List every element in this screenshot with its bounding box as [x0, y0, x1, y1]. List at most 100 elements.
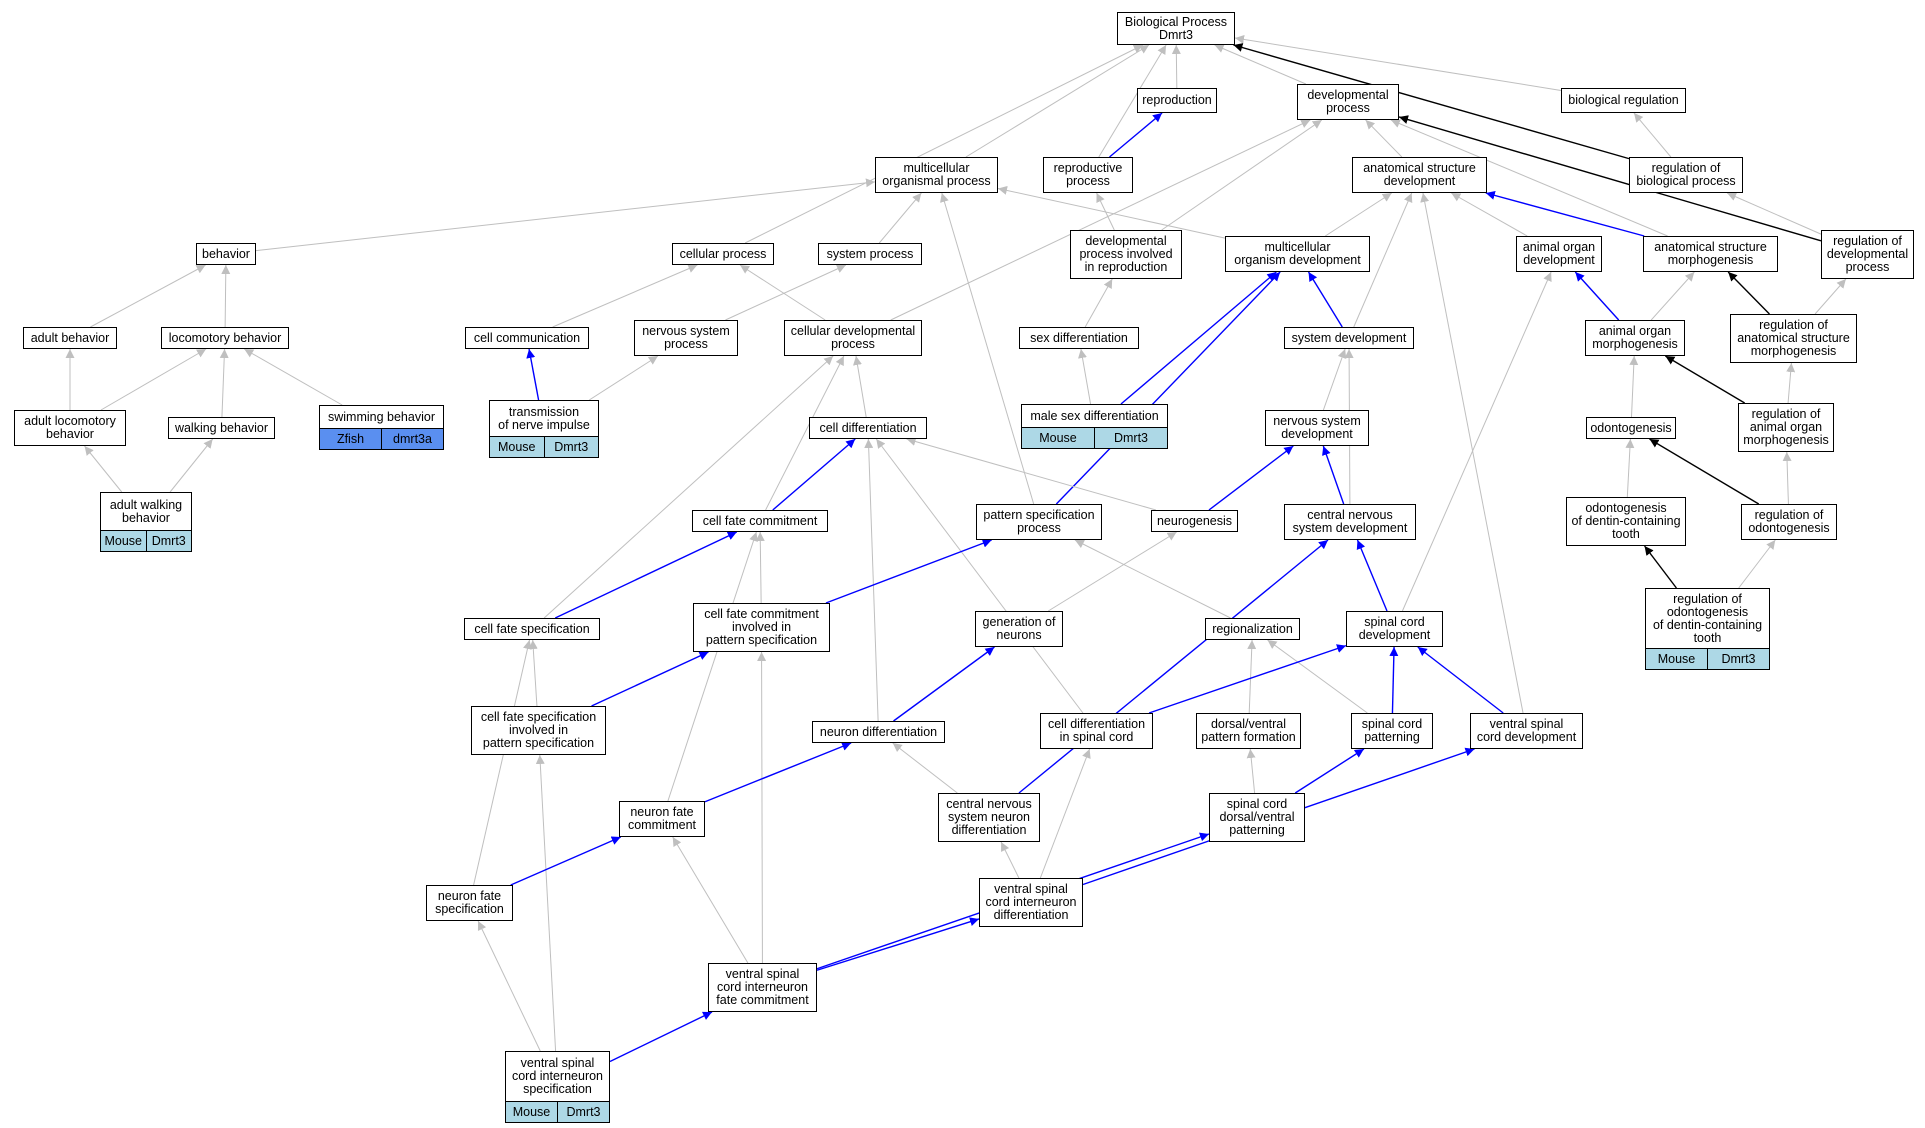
node-locobeh[interactable]: locomotory behavior	[161, 327, 289, 349]
edge-nfc-to-neurdiff	[704, 742, 852, 803]
edge-cellproc-to-bp	[744, 44, 1144, 244]
node-cfspecpat[interactable]: cell fate specification involved in patt…	[471, 706, 606, 755]
edge-vscispec-to-cfspecpat	[535, 754, 557, 1052]
node-mod[interactable]: multicellular organism development	[1225, 236, 1370, 272]
node-repro[interactable]: reproduction	[1137, 88, 1217, 113]
edge-transnerve-to-nsproc	[588, 355, 659, 401]
node-asd[interactable]: anatomical structure development	[1352, 157, 1487, 193]
node-adultloco[interactable]: adult locomotory behavior	[14, 410, 126, 446]
node-label: odontogenesis	[1590, 420, 1672, 435]
node-nfspec[interactable]: neuron fate specification	[426, 885, 513, 921]
node-celldev[interactable]: cellular developmental process	[784, 320, 922, 356]
node-label: ventral spinal cord interneuron fate com…	[716, 967, 809, 1007]
node-nfc[interactable]: neuron fate commitment	[619, 801, 705, 837]
node-label: Biological Process Dmrt3	[1124, 14, 1228, 42]
node-sexdiff[interactable]: sex differentiation	[1019, 327, 1139, 349]
node-odonto[interactable]: odontogenesis	[1586, 417, 1676, 439]
node-multiorg[interactable]: multicellular organismal process	[875, 157, 998, 193]
node-nsproc[interactable]: nervous system process	[634, 320, 738, 356]
node-label: regulation of anatomical structure morph…	[1737, 318, 1850, 358]
node-devproc[interactable]: developmental process	[1297, 84, 1399, 120]
edge-regaom-to-regasm	[1786, 362, 1796, 404]
node-vscifc[interactable]: ventral spinal cord interneuron fate com…	[708, 963, 817, 1012]
node-neurogen[interactable]: neurogenesis	[1151, 510, 1238, 532]
node-behavior[interactable]: behavior	[196, 243, 256, 265]
node-cellproc[interactable]: cellular process	[672, 243, 774, 265]
node-scdev[interactable]: spinal cord development	[1346, 611, 1443, 647]
edge-celldiffsc-to-scdev	[1148, 644, 1347, 714]
edge-reproproc-to-bp	[1098, 44, 1167, 158]
node-bp[interactable]: Biological Process Dmrt3	[1117, 12, 1235, 45]
node-label: odontogenesis of dentin-containing tooth	[1571, 501, 1681, 541]
node-cellcomm[interactable]: cell communication	[465, 327, 589, 349]
node-label: ventral spinal cord development	[1476, 717, 1577, 744]
edge-devproc-to-bp	[1214, 44, 1307, 85]
node-cfcpat[interactable]: cell fate commitment involved in pattern…	[693, 603, 830, 652]
edge-adultloco-to-locobeh	[100, 348, 207, 411]
node-odontodentin[interactable]: odontogenesis of dentin-containing tooth	[1566, 497, 1686, 546]
node-cfspec[interactable]: cell fate specification	[464, 618, 600, 640]
node-devrepro[interactable]: developmental process involved in reprod…	[1070, 230, 1182, 279]
edge-cnsneur-to-neurdiff	[892, 742, 958, 794]
node-cellfatediff[interactable]: cell differentiation	[809, 417, 927, 439]
node-label: cell fate specification	[474, 621, 590, 636]
node-regasm[interactable]: regulation of anatomical structure morph…	[1730, 314, 1857, 363]
species-cell: Zfish	[320, 429, 381, 449]
node-aom[interactable]: animal organ morphogenesis	[1585, 320, 1685, 356]
edge-reproproc-to-repro	[1109, 112, 1163, 158]
node-label: nervous system development	[1273, 414, 1361, 441]
node-cfc[interactable]: cell fate commitment	[692, 510, 828, 532]
edge-cfspecpat-to-cfspec	[528, 639, 538, 707]
node-vscidiff[interactable]: ventral spinal cord interneuron differen…	[979, 878, 1083, 927]
node-adultbeh[interactable]: adult behavior	[23, 327, 117, 349]
node-label: cell communication	[473, 330, 581, 345]
node-vscispec[interactable]: ventral spinal cord interneuron specific…	[505, 1051, 610, 1123]
node-reproproc[interactable]: reproductive process	[1043, 157, 1133, 193]
edge-vscdev-to-asd	[1420, 192, 1524, 714]
node-cnsneur[interactable]: central nervous system neuron differenti…	[938, 793, 1040, 842]
node-genneur[interactable]: generation of neurons	[975, 611, 1063, 647]
node-bioreg[interactable]: biological regulation	[1561, 88, 1686, 113]
node-nsdev[interactable]: nervous system development	[1265, 410, 1369, 446]
node-celldiffsc[interactable]: cell differentiation in spinal cord	[1040, 713, 1153, 749]
node-label: male sex differentiation	[1030, 408, 1159, 423]
node-label: anatomical structure morphogenesis	[1654, 240, 1767, 267]
node-aod[interactable]: animal organ development	[1516, 236, 1602, 272]
edge-patspec-to-mod	[1055, 271, 1281, 505]
node-label: regulation of animal organ morphogenesis	[1743, 407, 1829, 447]
node-vscdev[interactable]: ventral spinal cord development	[1470, 713, 1583, 749]
node-regdev[interactable]: regulation of developmental process	[1821, 230, 1914, 279]
node-patspec[interactable]: pattern specification process	[976, 504, 1102, 540]
node-scpat[interactable]: spinal cord patterning	[1351, 713, 1433, 749]
node-regbio[interactable]: regulation of biological process	[1629, 157, 1743, 193]
node-walkbeh[interactable]: walking behavior	[168, 417, 275, 439]
node-neurdiff[interactable]: neuron differentiation	[812, 721, 945, 743]
node-label: walking behavior	[174, 420, 269, 435]
node-label: cellular developmental process	[790, 324, 916, 351]
node-sysdev[interactable]: system development	[1284, 327, 1414, 349]
node-cnsdev[interactable]: central nervous system development	[1284, 504, 1416, 540]
node-label: neurogenesis	[1156, 513, 1233, 528]
node-label: reproductive process	[1053, 161, 1123, 188]
node-scdvpat[interactable]: spinal cord dorsal/ventral patterning	[1209, 793, 1305, 842]
node-regodontodentin[interactable]: regulation of odontogenesis of dentin-co…	[1645, 588, 1770, 670]
node-sysproc[interactable]: system process	[818, 243, 922, 265]
node-label: ventral spinal cord interneuron specific…	[511, 1056, 604, 1096]
node-regaom[interactable]: regulation of animal organ morphogenesis	[1738, 403, 1834, 452]
edge-odonto-to-aom	[1629, 355, 1639, 418]
node-regional[interactable]: regionalization	[1205, 618, 1300, 640]
node-label: developmental process	[1307, 88, 1389, 115]
node-label: pattern specification process	[983, 508, 1095, 535]
node-regodonto[interactable]: regulation of odontogenesis	[1741, 504, 1837, 540]
node-dvpat[interactable]: dorsal/ventral pattern formation	[1196, 713, 1301, 749]
edge-neurogen-to-cellfatediff	[906, 437, 1157, 511]
node-asm[interactable]: anatomical structure morphogenesis	[1643, 236, 1778, 272]
node-label: ventral spinal cord interneuron differen…	[985, 882, 1077, 922]
